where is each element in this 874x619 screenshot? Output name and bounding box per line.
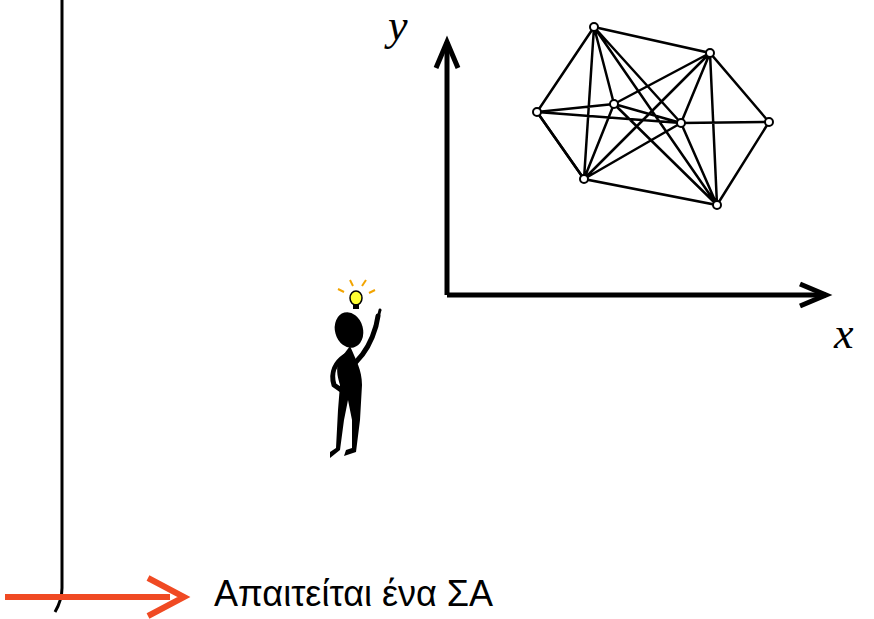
network-graph bbox=[533, 23, 773, 209]
red-arrow bbox=[5, 578, 184, 616]
note-text: Απαιτείται ένα ΣΑ bbox=[214, 576, 493, 612]
bracket-line bbox=[55, 0, 62, 612]
thinking-figure bbox=[330, 280, 380, 458]
axis-label: y bbox=[388, 4, 408, 48]
axis-label: x bbox=[834, 312, 854, 356]
